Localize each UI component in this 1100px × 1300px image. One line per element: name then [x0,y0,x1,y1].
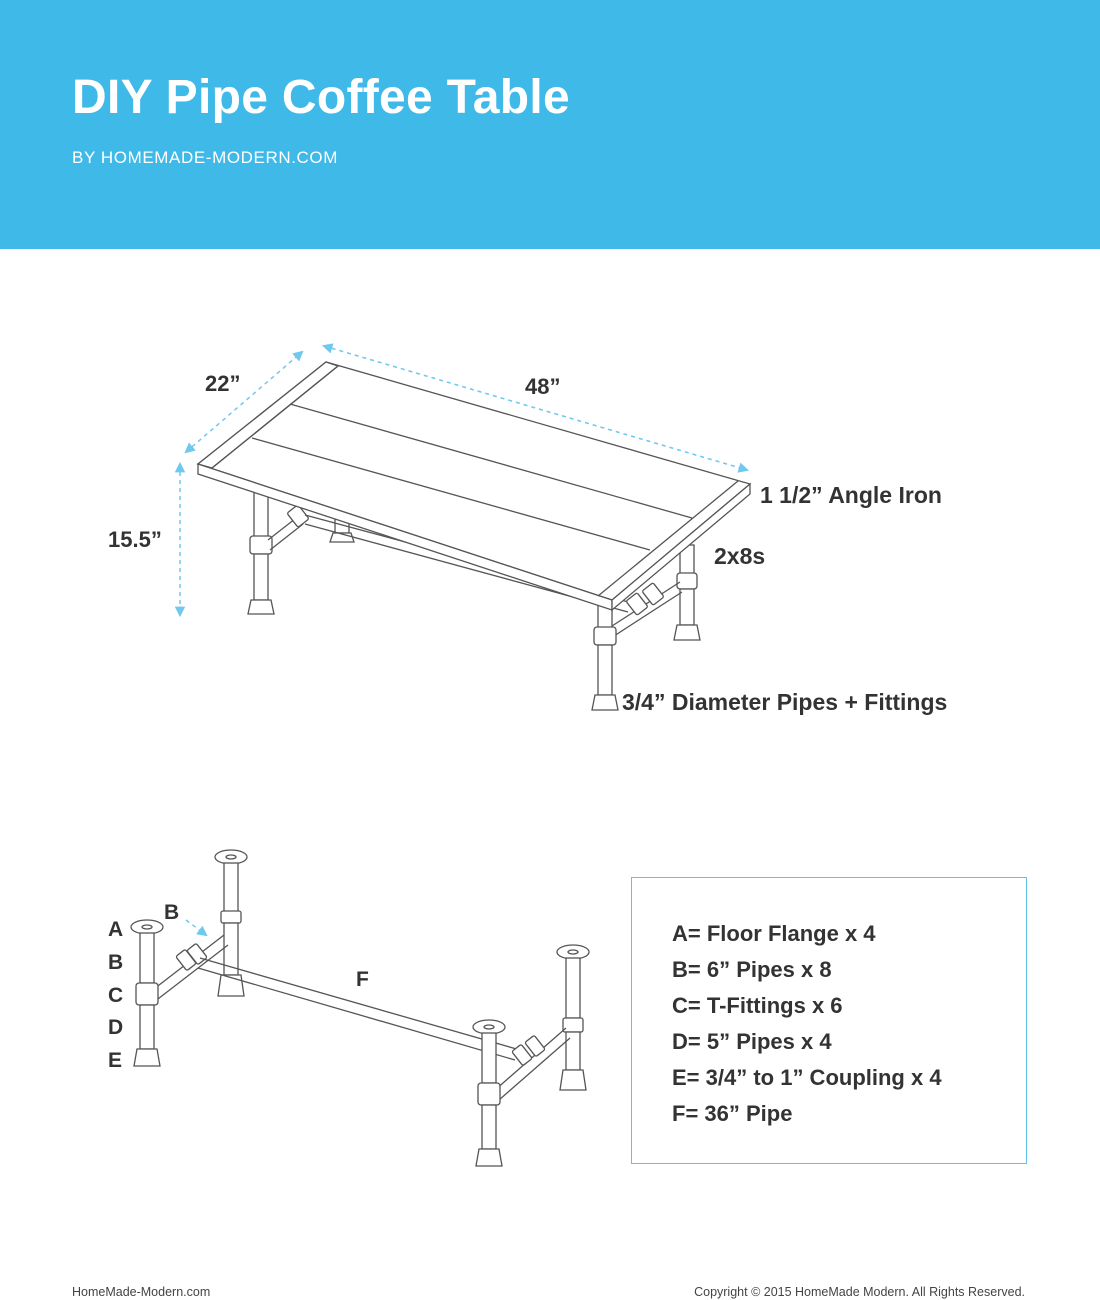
pipe-frame [130,849,590,1167]
table-legs [247,489,701,711]
b-pointer-arrow [185,919,208,937]
width-label: 22” [205,371,241,396]
parts-list-item: F= 36” Pipe [672,1101,793,1126]
parts-list-item: A= Floor Flange x 4 [672,921,876,946]
frame-label-c: C [108,984,124,1007]
page-title: DIY Pipe Coffee Table [72,71,570,124]
header-banner: DIY Pipe Coffee Table BY HOMEMADE-MODERN… [0,0,1100,249]
byline: BY HOMEMADE-MODERN.COM [72,148,339,167]
parts-list-item: B= 6” Pipes x 8 [672,957,832,982]
frame-label-a: A [108,918,124,941]
table-top [196,361,752,612]
frame-label-b: B [108,951,124,974]
frame-label-d: D [108,1016,124,1039]
frame-label-b-pointer: B [164,901,180,924]
frame-label-f: F [356,968,369,991]
height-label: 15.5” [108,527,162,552]
dimension-lines [174,343,750,618]
angle-iron-label: 1 1/2” Angle Iron [760,482,942,508]
parts-legend: A= Floor Flange x 4 B= 6” Pipes x 8 C= T… [631,877,1027,1164]
parts-list: A= Floor Flange x 4 B= 6” Pipes x 8 C= T… [672,916,942,1132]
length-label: 48” [525,374,561,399]
frame-label-e: E [108,1049,123,1072]
parts-list-item: C= T-Fittings x 6 [672,993,843,1018]
boards-label: 2x8s [714,543,766,569]
parts-list-item: D= 5” Pipes x 4 [672,1029,832,1054]
footer-copyright: Copyright © 2015 HomeMade Modern. All Ri… [694,1285,1025,1299]
pipes-label: 3/4” Diameter Pipes + Fittings [622,689,948,715]
parts-list-item: E= 3/4” to 1” Coupling x 4 [672,1065,942,1090]
footer-site: HomeMade-Modern.com [72,1285,211,1299]
